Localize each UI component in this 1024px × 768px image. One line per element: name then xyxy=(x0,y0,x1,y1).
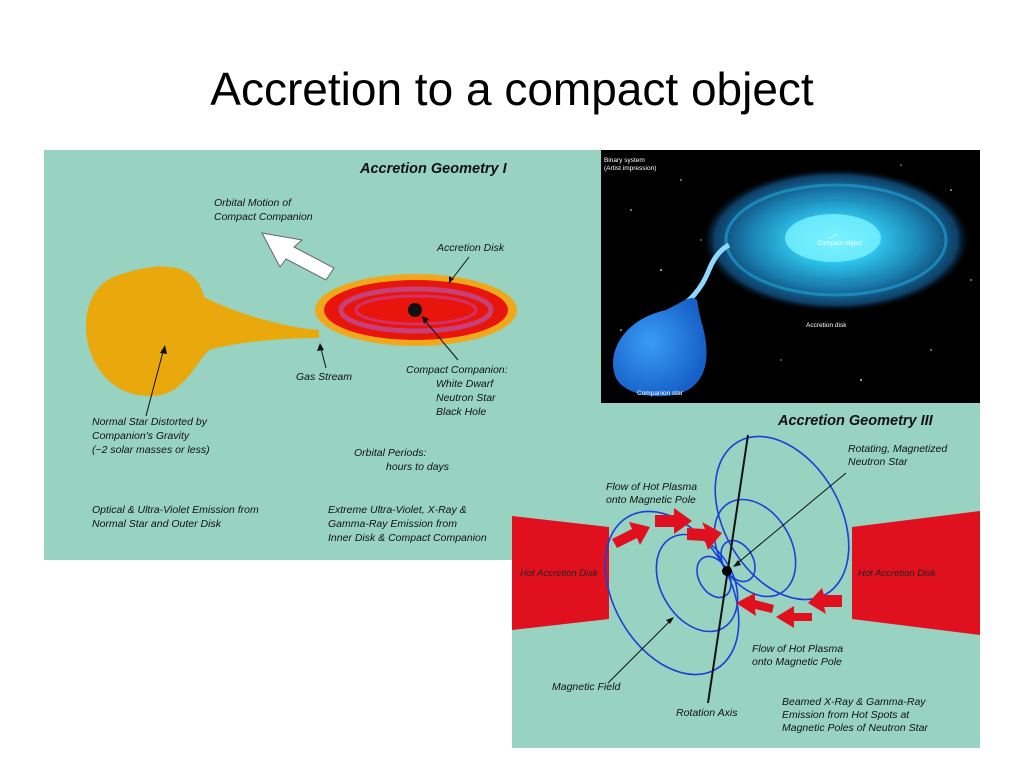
compact-companion-label-3: Neutron Star xyxy=(436,392,496,404)
compact-companion-label-4: Black Hole xyxy=(436,406,486,418)
hot-accretion-disk-left-label: Hot Accretion Disk xyxy=(520,568,599,579)
extreme-emission-label-1: Extreme Ultra-Violet, X-Ray & xyxy=(328,504,467,516)
geometry-3-diagram: Accretion Geometry III Rotating, Magneti… xyxy=(512,413,980,734)
orbital-motion-arrow xyxy=(261,232,335,281)
beamed-label-1: Beamed X-Ray & Gamma-Ray xyxy=(782,696,926,708)
accretion-disk-caption: Accretion disk xyxy=(806,322,847,329)
rotation-axis-label: Rotation Axis xyxy=(676,707,738,719)
normal-star-label-1: Normal Star Distorted by xyxy=(92,416,208,428)
orbital-motion-label-1: Orbital Motion of xyxy=(214,197,292,209)
orbital-periods-label-2: hours to days xyxy=(386,461,450,473)
accretion-geometry-3-panel: Accretion Geometry III Rotating, Magneti… xyxy=(512,403,980,748)
neutron-star xyxy=(722,566,732,576)
hot-accretion-disk-right xyxy=(852,511,980,635)
flow-top-label-1: Flow of Hot Plasma xyxy=(606,481,697,493)
neutron-star-label-1: Rotating, Magnetized xyxy=(848,443,948,455)
extreme-emission-label-2: Gamma-Ray Emission from xyxy=(328,518,457,530)
plasma-flow-arrows xyxy=(612,508,842,628)
optical-emission-label-2: Normal Star and Outer Disk xyxy=(92,518,222,530)
binary-caption-1: Binary system xyxy=(604,157,645,164)
geometry-3-heading: Accretion Geometry III xyxy=(777,413,934,429)
companion-star-label: Companion star xyxy=(637,390,684,397)
flow-bottom-label-1: Flow of Hot Plasma xyxy=(752,643,843,655)
binary-system-illustration: Binary system (Artist impression) Compac… xyxy=(604,157,972,397)
slide-title: Accretion to a compact object xyxy=(210,63,814,115)
orbital-motion-label-2: Compact Companion xyxy=(214,211,313,223)
optical-emission-label-1: Optical & Ultra-Violet Emission from xyxy=(92,504,259,516)
compact-object-label: Compact object xyxy=(817,240,862,247)
accretion-disk-ring-inner xyxy=(354,294,478,326)
compact-companion-dot xyxy=(408,303,422,317)
magnetic-field-label: Magnetic Field xyxy=(552,681,621,693)
orbital-periods-label-1: Orbital Periods: xyxy=(354,447,426,459)
geometry-1-heading: Accretion Geometry I xyxy=(359,161,508,177)
extreme-emission-label-3: Inner Disk & Compact Companion xyxy=(328,532,487,544)
compact-companion-label-2: White Dwarf xyxy=(436,378,494,390)
normal-star xyxy=(85,266,319,397)
hot-accretion-disk-right-label: Hot Accretion Disk xyxy=(858,568,937,579)
flow-bottom-label-2: onto Magnetic Pole xyxy=(752,656,842,668)
normal-star-label-2: Companion's Gravity xyxy=(92,430,190,442)
neutron-star-label-2: Neutron Star xyxy=(848,456,908,468)
normal-star-label-3: (~2 solar masses or less) xyxy=(92,444,210,456)
beamed-label-3: Magnetic Poles of Neutron Star xyxy=(782,722,928,734)
compact-companion-label-1: Compact Companion: xyxy=(406,364,508,376)
geometry-1-diagram: Accretion Geometry I Orbital Motion of C… xyxy=(85,161,517,544)
gas-stream-label: Gas Stream xyxy=(296,371,352,383)
accretion-disk-ring xyxy=(338,286,494,334)
flow-top-label-2: onto Magnetic Pole xyxy=(606,494,696,506)
hot-accretion-disk-left xyxy=(512,516,609,630)
binary-system-image: Binary system (Artist impression) Compac… xyxy=(601,150,980,403)
companion-star xyxy=(613,298,707,397)
accretion-disk-label: Accretion Disk xyxy=(436,242,505,254)
accretion-geometry-1-panel: Accretion Geometry I Orbital Motion of C… xyxy=(44,150,602,560)
binary-caption-2: (Artist impression) xyxy=(604,165,656,172)
beamed-label-2: Emission from Hot Spots at xyxy=(782,709,910,721)
